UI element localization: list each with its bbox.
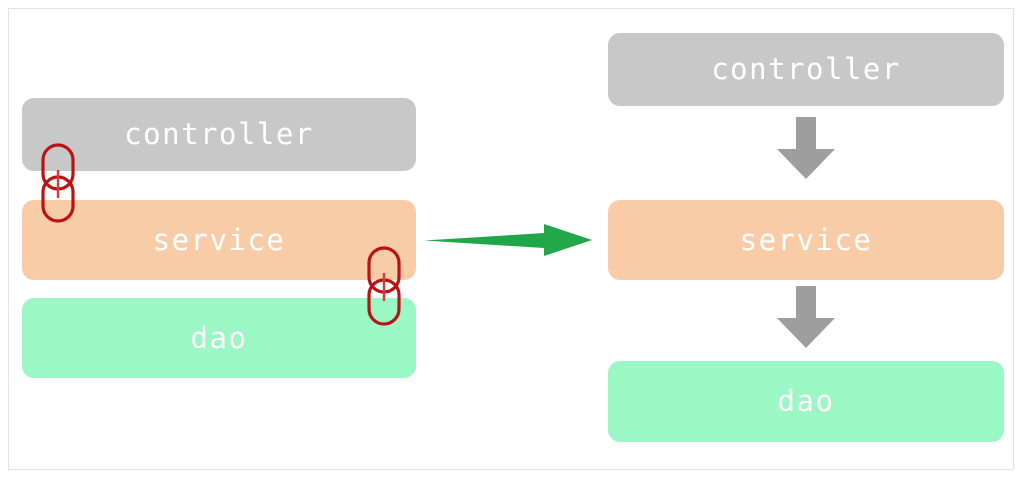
left-layer-controller[interactable]: controller: [22, 98, 416, 171]
left-layer-service-label: service: [152, 222, 286, 257]
left-layer-dao[interactable]: dao: [22, 298, 416, 378]
left-layer-service[interactable]: service: [22, 200, 416, 280]
right-layer-controller-label: controller: [711, 52, 901, 86]
down-arrow-icon: [777, 117, 835, 179]
right-arrow-icon: [424, 224, 592, 256]
right-layer-dao-label: dao: [777, 384, 835, 418]
right-layer-controller[interactable]: controller: [608, 33, 1004, 106]
right-layer-service-label: service: [739, 222, 873, 257]
down-arrow-icon: [777, 286, 835, 348]
left-layer-controller-label: controller: [124, 117, 314, 151]
right-layer-dao[interactable]: dao: [608, 361, 1004, 442]
right-layer-service[interactable]: service: [608, 200, 1004, 280]
left-layer-dao-label: dao: [190, 320, 248, 355]
